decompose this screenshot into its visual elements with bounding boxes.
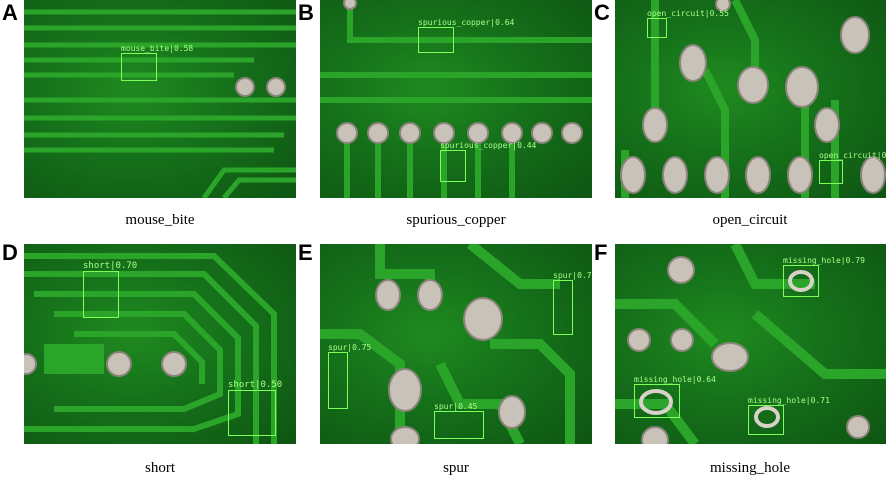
panel-caption: missing_hole xyxy=(709,460,790,476)
detection-label: spur|0.75 xyxy=(328,343,372,352)
panel-caption: open_circuit xyxy=(712,212,788,228)
panel-letter: E xyxy=(298,240,313,265)
detection-label: spurious_copper|0.64 xyxy=(418,18,515,27)
panel-letter: D xyxy=(2,240,18,265)
panel-caption: mouse_bite xyxy=(125,212,195,228)
pcb-traces xyxy=(620,0,886,198)
detection-label: spur|0.45 xyxy=(434,402,478,411)
detection-label: open_circuit|0.55 xyxy=(647,9,729,18)
detection-box xyxy=(228,390,276,436)
detection-box xyxy=(748,405,784,435)
pcb-image: missing_hole|0.79 missing_hole|0.64 miss… xyxy=(615,244,886,444)
detection-box xyxy=(440,150,466,182)
detection-box xyxy=(83,271,119,318)
detection-label: spur|0.70 xyxy=(553,271,592,280)
detection-label: missing_hole|0.71 xyxy=(748,396,830,405)
detection-label: missing_hole|0.64 xyxy=(634,375,716,384)
detection-label: short|0.50 xyxy=(228,380,283,390)
pcb-traces xyxy=(320,244,575,444)
panel-caption: spur xyxy=(443,460,469,476)
pcb-image: spur|0.70 spur|0.75 spur|0.45 xyxy=(320,244,592,444)
panel-letter: A xyxy=(2,0,18,25)
detection-box xyxy=(328,352,348,409)
detection-label: spurious_copper|0.44 xyxy=(440,141,537,150)
detection-box xyxy=(434,411,484,439)
panel-letter: C xyxy=(594,0,610,25)
pcb-image: spurious_copper|0.64 spurious_copper|0.4… xyxy=(320,0,592,198)
pcb-traces xyxy=(615,244,886,444)
pcb-image: mouse_bite|0.58 xyxy=(24,0,296,198)
detection-label: missing_hole|0.79 xyxy=(783,256,865,265)
panel-caption: short xyxy=(145,460,175,476)
panel-letter: F xyxy=(594,240,608,265)
pcb-traces xyxy=(24,253,277,444)
detection-label: open_circuit|0.59 xyxy=(819,151,886,160)
detection-label: mouse_bite|0.58 xyxy=(121,44,194,53)
pcb-traces xyxy=(320,0,592,198)
detection-box xyxy=(783,265,819,297)
detection-box xyxy=(819,160,843,184)
detection-box xyxy=(553,280,573,335)
detection-box xyxy=(647,18,667,38)
detection-box xyxy=(634,384,680,418)
panel-caption: spurious_copper xyxy=(406,212,506,228)
pcb-image: open_circuit|0.55 open_circuit|0.59 xyxy=(615,0,886,198)
pcb-traces xyxy=(24,9,296,198)
detection-label: short|0.70 xyxy=(83,261,138,271)
panel-letter: B xyxy=(298,0,314,25)
detection-box xyxy=(418,27,454,53)
pcb-image: short|0.70 short|0.50 xyxy=(24,244,296,444)
detection-box xyxy=(121,53,157,81)
